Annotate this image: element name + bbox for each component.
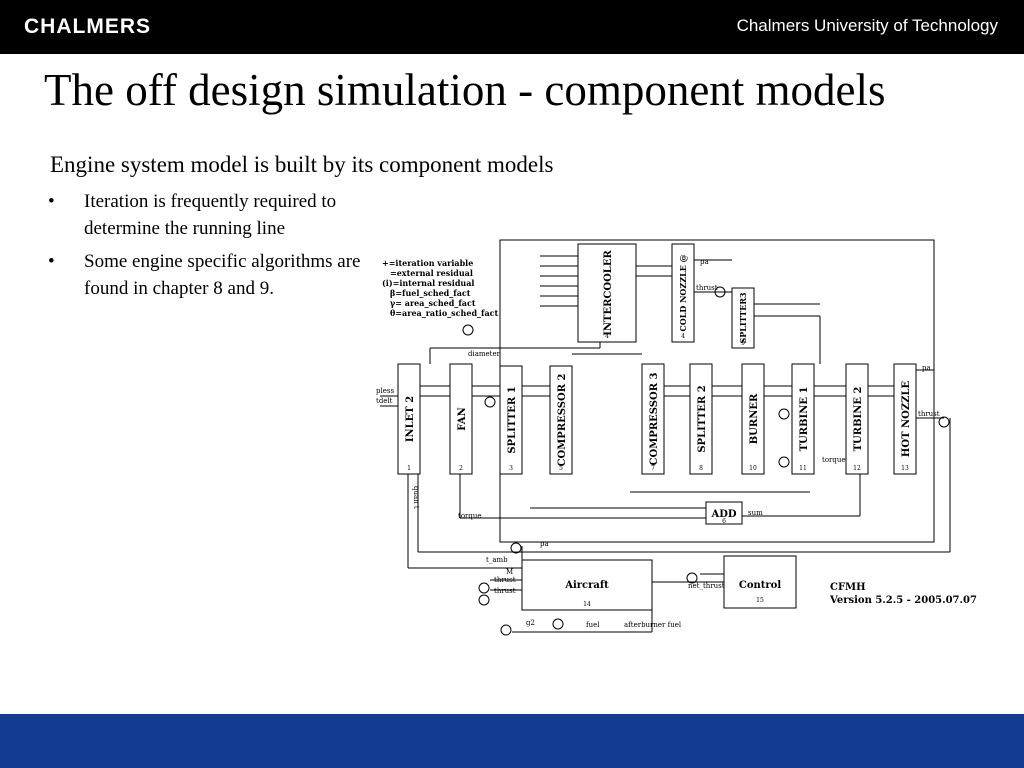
block-num: 10 [749, 465, 757, 472]
label-hot-nozzle: HOT NOZZLE [901, 381, 912, 458]
signal-net-thrust: net_thrust [688, 582, 725, 590]
block-num: 15 [756, 597, 764, 604]
label-fan: FAN [457, 407, 468, 430]
label-splitter3: SPLITTER3 [738, 292, 748, 344]
label-turbine1: TURBINE 1 [799, 387, 810, 452]
header-bar: CHALMERS Chalmers University of Technolo… [0, 0, 1024, 54]
block-num: 4 [605, 333, 609, 340]
signal-afterburner-fuel: afterburner fuel [624, 621, 682, 629]
legend-item: =external residual [390, 268, 473, 278]
signal-pa: pa [922, 364, 931, 372]
label-splitter2: SPLITTER 2 [697, 385, 708, 452]
label-aircraft: Aircraft [564, 580, 609, 591]
block-hot-nozzle [893, 363, 917, 475]
block-num: 5 [559, 465, 563, 472]
signal-pless: pless [376, 387, 394, 395]
label-compressor2: COMPRESSOR 2 [557, 374, 568, 467]
block-inlet [397, 363, 421, 475]
slide-subtitle: Engine system model is built by its comp… [50, 152, 554, 177]
chalmers-logo: CHALMERS [24, 15, 151, 38]
block-num: 2 [459, 465, 463, 472]
signal-g2: g2 [526, 619, 535, 627]
block-num: 8 [699, 465, 703, 472]
signal-thrust: thrust [696, 284, 718, 292]
label-intercooler: INTERCOOLER [603, 250, 614, 336]
label-add: ADD [710, 509, 736, 520]
block-fan [449, 363, 473, 475]
block-splitter3 [731, 287, 755, 349]
engine-model-diagram: +=iteration variable =external residual … [376, 239, 977, 636]
block-num: 11 [799, 465, 807, 472]
bullet-list: Iteration is frequently required to dete… [48, 188, 378, 308]
block-add [705, 501, 743, 525]
slide-title: The off design simulation - component mo… [44, 65, 886, 115]
signal-fuel: fuel [586, 621, 600, 629]
block-aircraft [521, 559, 653, 611]
block-splitter1 [499, 365, 523, 475]
block-turbine1 [791, 363, 815, 475]
legend-item: (i)=internal residual [382, 278, 474, 288]
legend-item: θ=area_ratio_sched_fact [390, 308, 499, 318]
block-compressor2 [549, 365, 573, 475]
label-compressor3: COMPRESSOR 3 [649, 373, 660, 466]
legend-item: +=iteration variable [382, 258, 473, 268]
signal-thrust: thrust [918, 410, 940, 418]
signal-quant: quan t [412, 486, 420, 509]
signal-torque: torque [458, 512, 482, 520]
block-num: 13 [901, 465, 909, 472]
bullet-item: Some engine specific algorithms are foun… [48, 248, 378, 302]
block-num: 7 [651, 465, 655, 472]
label-cold-nozzle: COLD NOZZLE @ [678, 254, 688, 331]
signal-torque: torque [822, 456, 846, 464]
block-burner [741, 363, 765, 475]
label-control: Control [739, 580, 781, 591]
signal-thrust: thrust [494, 576, 516, 584]
label-burner: BURNER [749, 393, 760, 444]
label-splitter1: SPLITTER 1 [507, 386, 518, 453]
block-turbine2 [845, 363, 869, 475]
label-inlet: INLET 2 [405, 396, 416, 442]
university-name: Chalmers University of Technology [736, 16, 998, 35]
block-intercooler [577, 243, 637, 343]
block-num: 6 [722, 518, 726, 525]
legend-item: β=fuel_sched_fact [390, 288, 471, 298]
label-turbine2: TURBINE 2 [853, 387, 864, 452]
signal-diameter: diameter [468, 350, 501, 358]
footer-bar [0, 714, 1024, 768]
legend-item: γ= area_sched_fact [390, 298, 476, 308]
signal-pa: pa [700, 258, 709, 266]
block-num: 4 [681, 333, 685, 340]
signal-sum: sum [748, 509, 763, 517]
block-num: 1 [407, 465, 411, 472]
version-text: Version 5.2.5 - 2005.07.07 [829, 595, 977, 606]
signal-t-amb: t_amb [486, 556, 508, 564]
signal-thrust: thrust [494, 587, 516, 595]
block-num: 3 [509, 465, 513, 472]
signal-pa: pa [540, 540, 549, 548]
block-num: 12 [853, 465, 861, 472]
version-title: CFMH [830, 582, 866, 593]
signal-m: M [506, 568, 513, 576]
signal-tdelt: tdelt [376, 397, 393, 405]
block-splitter2 [689, 363, 713, 475]
block-compressor3 [641, 363, 665, 475]
block-cold-nozzle [671, 243, 695, 343]
block-num: 14 [583, 601, 591, 608]
block-num: 9 [741, 340, 745, 347]
bullet-item: Iteration is frequently required to dete… [48, 188, 378, 242]
